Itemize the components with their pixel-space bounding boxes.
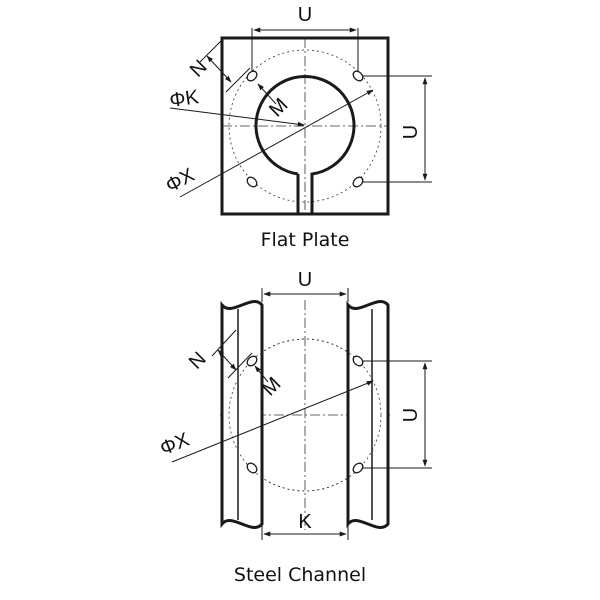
- steel-channel-figure: U U N M ΦX K Steel Channel: [157, 269, 432, 586]
- flat-plate-m-leader: [257, 83, 277, 105]
- flat-plate-phi-x-label: ΦX: [162, 164, 198, 197]
- steel-channel-n-dimline: [217, 349, 237, 371]
- flat-plate-bolt-hole-tl: [246, 70, 258, 82]
- steel-channel-bolt-hole-bl: [246, 462, 258, 474]
- steel-channel-left-rail: [220, 300, 264, 529]
- steel-channel-phi-x-leader: [171, 380, 374, 463]
- steel-channel-u-top-label: U: [298, 269, 312, 291]
- flat-plate-caption: Flat Plate: [261, 229, 350, 251]
- steel-channel-n-label: N: [185, 348, 211, 374]
- flat-plate-n-label: N: [186, 56, 212, 82]
- steel-channel-bolt-hole-tl: [246, 355, 258, 367]
- flat-plate-phi-k-label: ΦK: [168, 86, 201, 112]
- flat-plate-n-dimline: [206, 55, 232, 83]
- flat-plate-bolt-hole-bl: [246, 176, 258, 188]
- steel-channel-bolt-circle-overlay: [228, 338, 382, 492]
- steel-channel-caption: Steel Channel: [234, 564, 366, 586]
- flat-plate-u-right-label: U: [400, 125, 422, 139]
- flat-plate-bolt-hole-tr: [352, 70, 364, 82]
- flat-plate-phi-k-leader: [169, 107, 305, 127]
- steel-channel-n-ext-2: [227, 352, 253, 379]
- steel-channel-right-rail: [346, 300, 390, 529]
- steel-channel-k-label: K: [298, 511, 312, 533]
- flat-plate-figure: U U N M ΦK ΦX Flat Plate: [162, 4, 432, 251]
- flat-plate-u-top-label: U: [298, 4, 312, 26]
- steel-channel-m-leader: [254, 365, 269, 383]
- steel-channel-bolt-hole-br: [352, 462, 364, 474]
- flat-plate-center-hole: [254, 75, 356, 214]
- flat-plate-m-label: M: [265, 94, 292, 121]
- flat-plate-phi-x-leader: [179, 89, 374, 198]
- flat-plate-bolt-hole-br: [352, 176, 364, 188]
- flat-plate-n-ext-1: [199, 39, 223, 63]
- flat-plate-n-ext-2: [225, 67, 251, 93]
- steel-channel-bolt-hole-tr: [352, 355, 364, 367]
- steel-channel-u-right-label: U: [400, 408, 422, 422]
- steel-channel-n-ext-1: [211, 329, 237, 357]
